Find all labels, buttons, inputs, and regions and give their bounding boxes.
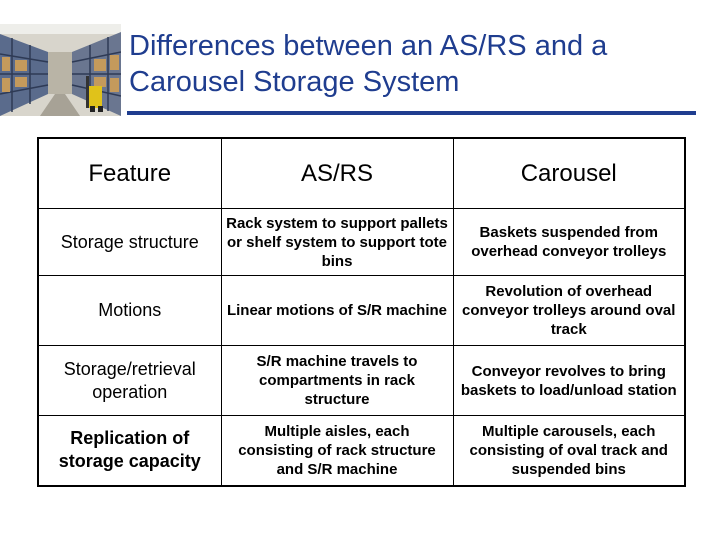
- carousel-cell: Baskets suspended from overhead conveyor…: [452, 208, 686, 276]
- comparison-table: Feature AS/RS Carousel Storage structure…: [37, 137, 686, 487]
- warehouse-image: [0, 24, 121, 116]
- carousel-cell: Conveyor revolves to bring baskets to lo…: [452, 345, 686, 416]
- header-asrs: AS/RS: [220, 137, 454, 209]
- feature-cell: Storage structure: [37, 208, 222, 276]
- table-row: Motions Linear motions of S/R machine Re…: [37, 275, 686, 346]
- title-underline: [127, 111, 696, 115]
- asrs-cell: S/R machine travels to compartments in r…: [220, 345, 454, 416]
- carousel-cell: Multiple carousels, each consisting of o…: [452, 415, 686, 486]
- asrs-cell: Multiple aisles, each consisting of rack…: [220, 415, 454, 486]
- table-row: Storage structure Rack system to support…: [37, 208, 686, 276]
- feature-cell: Storage/retrieval operation: [37, 345, 222, 416]
- asrs-cell: Linear motions of S/R machine: [220, 275, 454, 346]
- slide-title: Differences between an AS/RS and a Carou…: [129, 28, 709, 100]
- header-feature: Feature: [37, 137, 222, 209]
- carousel-cell: Revolution of overhead conveyor trolleys…: [452, 275, 686, 346]
- table-header-row: Feature AS/RS Carousel: [37, 137, 686, 209]
- feature-cell: Motions: [37, 275, 222, 346]
- header-carousel: Carousel: [452, 137, 686, 209]
- feature-cell: Replication of storage capacity: [37, 415, 222, 486]
- table-row: Replication of storage capacity Multiple…: [37, 415, 686, 486]
- warehouse-photo: [0, 24, 121, 116]
- asrs-cell: Rack system to support pallets or shelf …: [220, 208, 454, 276]
- table-row: Storage/retrieval operation S/R machine …: [37, 345, 686, 416]
- slide-title-line-2: Carousel Storage System: [129, 66, 460, 98]
- slide-title-line-1: Differences between an AS/RS and a: [129, 30, 608, 62]
